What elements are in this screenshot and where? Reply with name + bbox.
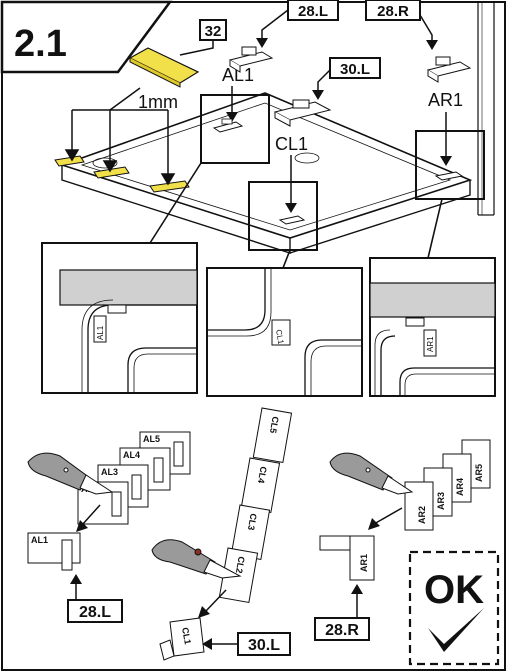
knife-icon <box>27 452 114 495</box>
ok-label: OK <box>424 568 484 612</box>
cl1-detail <box>248 155 318 269</box>
cl1-label: CL1 <box>275 134 308 154</box>
shim-callout-label: 32 <box>205 23 222 40</box>
ar1-label: AR1 <box>428 90 463 110</box>
shim-thickness-label: 1mm <box>138 92 178 112</box>
center-cut-group: CL5 CL4 CL3 CL2 CL1 30.L <box>151 407 293 661</box>
drain-left <box>92 157 118 169</box>
shim-part: 32 1mm <box>128 19 227 112</box>
cut-clip-right-label: AR1 <box>359 554 369 572</box>
cut-clip-center: CL1 <box>159 617 205 661</box>
shims <box>54 155 190 193</box>
drain-center <box>294 152 320 164</box>
wall-pillar <box>477 2 495 216</box>
stack-center-label: CL2 <box>234 556 247 574</box>
center-cut-callout-label: 30.L <box>248 637 280 654</box>
right-cut-callout-label: 28.R <box>325 622 359 639</box>
stack-center-label: CL4 <box>256 466 269 484</box>
zoom-panel-left: AL1 <box>41 242 198 394</box>
zoom-center-label: CL1 <box>274 329 286 346</box>
right-clip-callout-label: 28.R <box>377 3 409 20</box>
left-clip-stack: AL5 AL4 AL3 AL2 <box>77 431 191 525</box>
cut-clip-left: AL1 <box>27 532 81 571</box>
zoom-panel-right: AR1 <box>369 257 496 397</box>
cut-clip-right: AR1 <box>319 535 375 581</box>
ar1-detail <box>415 112 485 259</box>
left-clip-callout: 28.L <box>228 0 339 73</box>
al1-label: AL1 <box>222 65 254 85</box>
cut-clip-left-label: AL1 <box>31 535 48 545</box>
clip-28r-part <box>426 56 472 83</box>
center-cut-callout-box <box>237 632 291 656</box>
shim-arrows <box>64 87 176 186</box>
al1-detail: AL1 <box>149 65 270 244</box>
left-cut-callout-box <box>67 599 123 623</box>
center-clip-stack: CL5 CL4 CL3 CL2 <box>218 407 293 604</box>
right-cut-callout-box <box>314 617 370 641</box>
clip-28l-part <box>228 46 274 73</box>
stack-right-label: AR3 <box>436 492 446 510</box>
step-badge: 2.1 <box>0 0 173 74</box>
clip-30l-part <box>273 99 332 127</box>
zoom-panel-center: CL1 <box>206 267 363 397</box>
stack-center-label: CL5 <box>268 416 281 434</box>
right-clip-callout: 28.R AR1 <box>365 0 472 110</box>
shower-tray <box>59 92 473 254</box>
stack-left-label: AL4 <box>123 450 140 460</box>
ok-badge: OK <box>408 550 500 666</box>
stack-right-label: AR5 <box>474 464 484 482</box>
left-cut-group: AL5 AL4 AL3 AL2 AL1 28.L <box>27 431 191 623</box>
left-cut-callout-label: 28.L <box>79 604 111 621</box>
left-clip-callout-label: 28.L <box>298 3 328 20</box>
center-clip-callout-label: 30.L <box>340 61 370 78</box>
cut-clip-center-label: CL1 <box>180 627 193 645</box>
right-clip-stack: AR5 AR4 AR3 AR2 <box>404 439 491 531</box>
stack-right-label: AR4 <box>455 478 465 496</box>
stack-center-label: CL3 <box>246 513 259 531</box>
stack-left-label: AL5 <box>143 434 160 444</box>
zoom-left-label: AL1 <box>96 325 105 340</box>
step-number: 2.1 <box>14 23 67 65</box>
zoom-right-label: AR1 <box>426 336 435 352</box>
stack-right-label: AR2 <box>417 506 427 524</box>
right-cut-group: AR5 AR4 AR3 AR2 AR1 28.R <box>314 439 491 641</box>
stack-left-label: AL3 <box>101 467 118 477</box>
center-clip-callout: 30.L CL1 <box>273 57 381 154</box>
knife-icon <box>329 452 414 495</box>
knife-icon <box>151 539 242 579</box>
